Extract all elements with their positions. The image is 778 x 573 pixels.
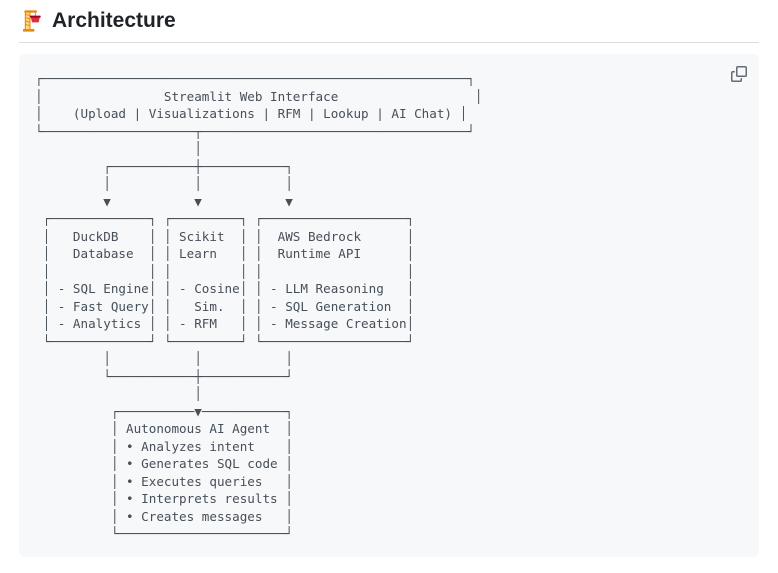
copy-button[interactable] (725, 60, 753, 88)
ascii-architecture-diagram: ┌───────────────────────────────────────… (35, 71, 483, 541)
copy-icon (731, 66, 747, 82)
page-title-text: Architecture (52, 9, 176, 32)
readme-content: Architecture ┌──────────────────────────… (19, 8, 759, 557)
building-construction-icon (19, 9, 43, 33)
code-block: ┌───────────────────────────────────────… (19, 54, 759, 557)
page-title: Architecture (19, 8, 759, 43)
